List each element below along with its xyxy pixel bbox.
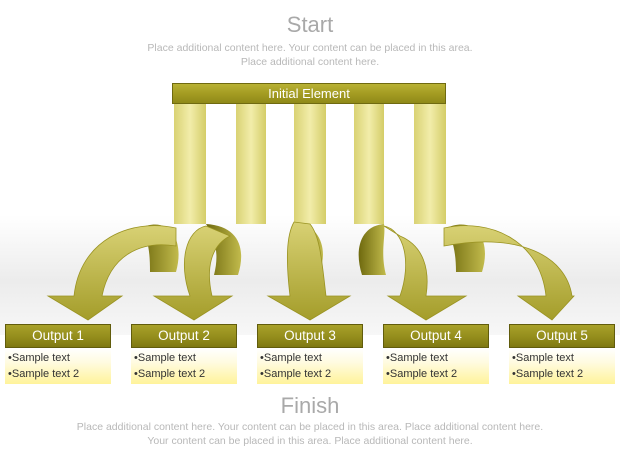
output-box-4: Output 4 Sample text Sample text 2 [383, 324, 489, 384]
output-label: Output 5 [509, 324, 615, 348]
curved-arrow [152, 225, 234, 321]
finish-description: Place additional content here. Your cont… [76, 421, 544, 447]
output-item: Sample text [383, 350, 489, 366]
curved-arrow [266, 221, 352, 321]
output-list: Sample text Sample text 2 [383, 348, 489, 384]
finish-title: Finish [280, 393, 340, 418]
ribbon-strip [414, 104, 446, 224]
output-label: Output 4 [383, 324, 489, 348]
output-item: Sample text [257, 350, 363, 366]
output-item: Sample text [5, 350, 111, 366]
ribbon-curl [358, 224, 386, 275]
output-item: Sample text 2 [257, 366, 363, 382]
output-item: Sample text [131, 350, 237, 366]
ribbon-strip [354, 104, 384, 224]
output-box-2: Output 2 Sample text Sample text 2 [131, 324, 237, 384]
ribbon-strip [174, 104, 206, 224]
output-list: Sample text Sample text 2 [131, 348, 237, 384]
output-item: Sample text [509, 350, 615, 366]
output-list: Sample text Sample text 2 [509, 348, 615, 384]
start-title: Start [286, 12, 334, 37]
output-label: Output 3 [257, 324, 363, 348]
output-item: Sample text 2 [383, 366, 489, 382]
ribbon-strip [236, 104, 266, 224]
output-item: Sample text 2 [509, 366, 615, 382]
curved-arrow [443, 225, 575, 321]
output-box-1: Output 1 Sample text Sample text 2 [5, 324, 111, 384]
ribbon-arrows-diagram [46, 104, 575, 321]
curved-arrow [383, 225, 468, 321]
output-box-5: Output 5 Sample text Sample text 2 [509, 324, 615, 384]
output-item: Sample text 2 [131, 366, 237, 382]
output-box-3: Output 3 Sample text Sample text 2 [257, 324, 363, 384]
output-item: Sample text 2 [5, 366, 111, 382]
initial-element-box: Initial Element [172, 83, 446, 104]
output-list: Sample text Sample text 2 [5, 348, 111, 384]
start-description: Place additional content here. Your cont… [147, 42, 473, 68]
output-label: Output 1 [5, 324, 111, 348]
output-label: Output 2 [131, 324, 237, 348]
curved-arrow [46, 225, 177, 321]
output-list: Sample text Sample text 2 [257, 348, 363, 384]
ribbon-strip [294, 104, 326, 224]
